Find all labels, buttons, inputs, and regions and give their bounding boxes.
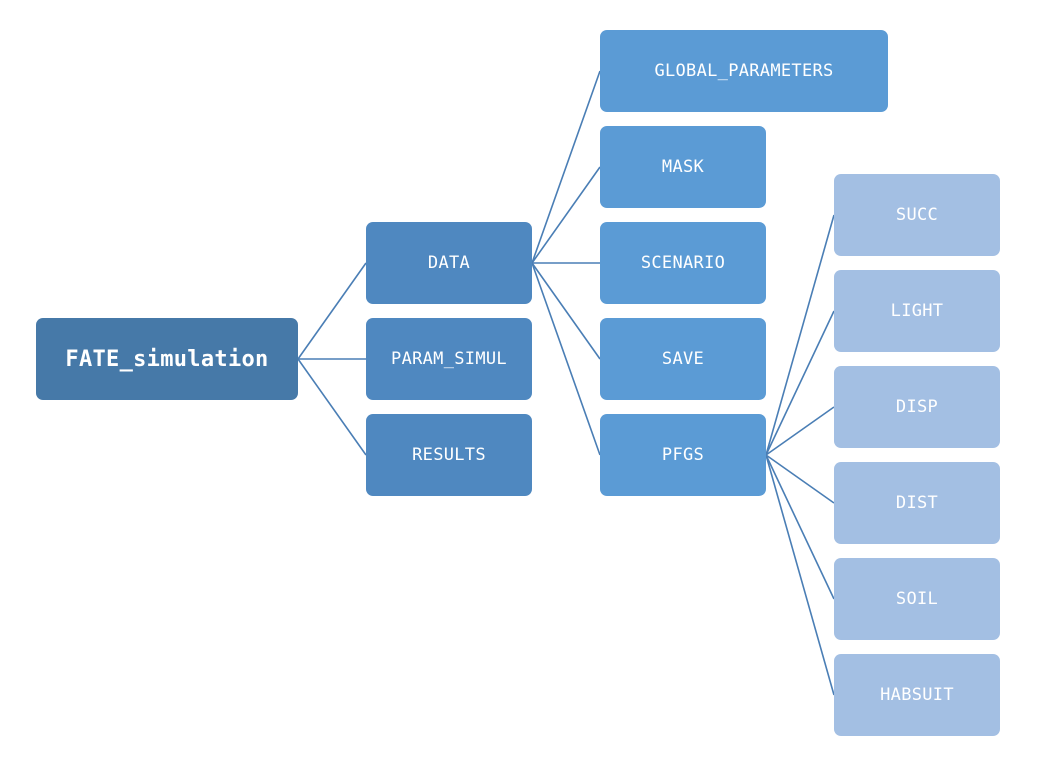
- node-param-simul: PARAM_SIMUL: [366, 318, 532, 400]
- node-label: RESULTS: [412, 445, 486, 465]
- node-light: LIGHT: [834, 270, 1000, 352]
- node-global-parameters: GLOBAL_PARAMETERS: [600, 30, 888, 112]
- node-habsuit: HABSUIT: [834, 654, 1000, 736]
- node-fate-simulation: FATE_simulation: [36, 318, 298, 400]
- node-mask: MASK: [600, 126, 766, 208]
- node-label: DATA: [427, 253, 471, 273]
- node-label: DIST: [895, 493, 939, 513]
- connector-data-save: [531, 262, 601, 360]
- connector-pfgs-succ: [765, 214, 835, 456]
- connector-pfgs-light: [765, 310, 835, 456]
- connector-pfgs-habsuit: [765, 454, 835, 696]
- connector-data-pfgs: [531, 262, 601, 456]
- node-label: LIGHT: [890, 301, 944, 321]
- node-label: SOIL: [895, 589, 939, 609]
- node-label: GLOBAL_PARAMETERS: [654, 61, 834, 81]
- connector-pfgs-dist: [765, 454, 835, 504]
- node-data: DATA: [366, 222, 532, 304]
- connector-pfgs-disp: [765, 406, 835, 456]
- connector-root-results: [297, 358, 367, 456]
- node-save: SAVE: [600, 318, 766, 400]
- connector-root-data: [297, 262, 367, 360]
- node-label: FATE_simulation: [65, 346, 269, 372]
- node-label: HABSUIT: [880, 685, 954, 705]
- node-label: SCENARIO: [640, 253, 726, 273]
- node-label: SUCC: [895, 205, 939, 225]
- node-label: DISP: [895, 397, 939, 417]
- node-label: MASK: [661, 157, 705, 177]
- node-results: RESULTS: [366, 414, 532, 496]
- node-succ: SUCC: [834, 174, 1000, 256]
- node-soil: SOIL: [834, 558, 1000, 640]
- node-label: PARAM_SIMUL: [391, 349, 507, 369]
- connector-data-mask: [531, 166, 601, 264]
- connector-pfgs-soil: [765, 454, 835, 600]
- node-dist: DIST: [834, 462, 1000, 544]
- node-label: SAVE: [661, 349, 705, 369]
- connector-data-global: [531, 70, 601, 264]
- node-scenario: SCENARIO: [600, 222, 766, 304]
- node-pfgs: PFGS: [600, 414, 766, 496]
- node-label: PFGS: [661, 445, 705, 465]
- node-disp: DISP: [834, 366, 1000, 448]
